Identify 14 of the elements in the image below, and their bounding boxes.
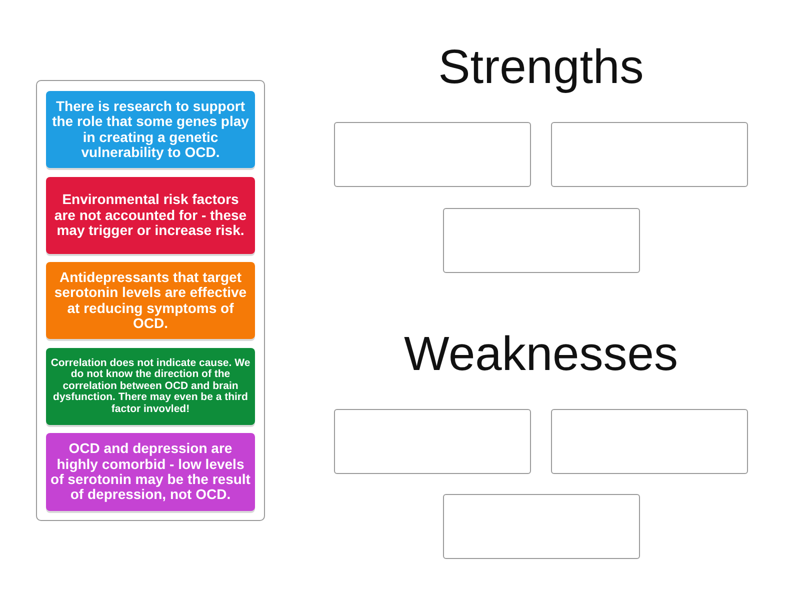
category-heading: Weaknesses	[403, 331, 679, 379]
answer-card: OCD and depression are highly comorbid - low levels of serotonin may be the result of depression, not OCD.	[46, 433, 255, 511]
answer-card: There is research to support the role that some genes play in creating a genetic vulnerability to OCD.	[46, 91, 255, 168]
drop-box	[334, 122, 531, 187]
answer-card: Environmental risk factors are not accounted for - these may trigger or increase risk.	[46, 177, 255, 254]
drop-box	[551, 409, 748, 474]
drop-box	[334, 409, 531, 474]
drop-box	[551, 122, 748, 187]
answer-card: Antidepressants that target serotonin levels are effective at reducing symptoms of OCD.	[46, 262, 255, 339]
drop-box	[443, 494, 640, 559]
category-heading: Strengths	[437, 44, 645, 92]
card-panel	[36, 80, 265, 521]
answer-card: Correlation does not indicate cause. We do not know the direction of the correlation between OCD and brain dysfunction. There may even be a third factor invovled!	[46, 348, 255, 425]
drop-box	[443, 208, 640, 273]
